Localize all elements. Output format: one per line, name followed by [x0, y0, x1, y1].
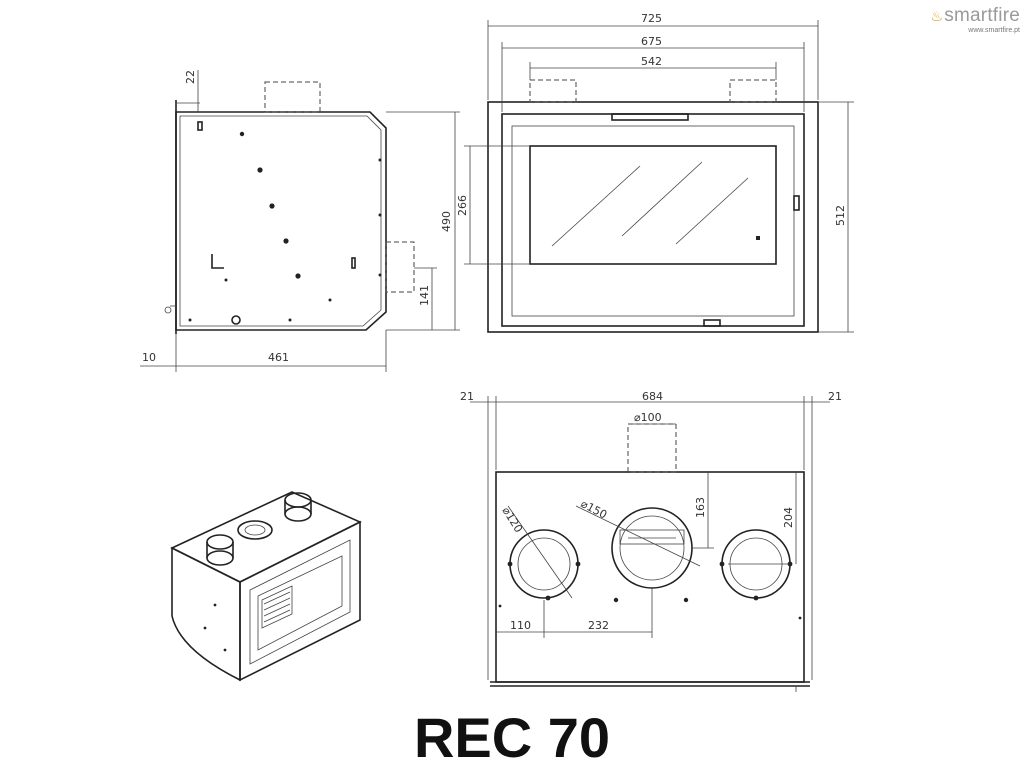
isometric-view — [170, 491, 362, 682]
dim-depth: 461 — [268, 351, 289, 364]
dim-outlet-dia-top: ⌀100 — [634, 411, 662, 424]
dim-overall-width: 725 — [641, 12, 662, 25]
dim-right-margin: 21 — [828, 390, 842, 403]
dim-large-offset: 163 — [694, 497, 707, 518]
dim-outlet-span: 542 — [641, 55, 662, 68]
side-view: 22 490 141 10 461 — [140, 70, 460, 372]
flame-icon: ♨ — [930, 8, 944, 24]
dim-outlet-height: 141 — [418, 285, 431, 306]
brand-logo: ♨smartfire www.smartfire.pt — [902, 6, 1020, 35]
brand-name: smartfire — [944, 5, 1020, 26]
dim-height: 490 — [440, 211, 453, 232]
brand-url: www.smartfire.pt — [968, 27, 1020, 34]
dim-outlet-dia-large: ⌀150 — [579, 497, 609, 521]
dim-small-offset: 110 — [510, 619, 531, 632]
dim-left-margin: 21 — [460, 390, 474, 403]
dim-depth-offset: 204 — [782, 507, 795, 528]
dim-outlet-dia-small: ⌀120 — [499, 505, 525, 535]
front-view: 725 675 542 266 512 — [456, 12, 854, 333]
dim-overall-height: 512 — [834, 205, 847, 226]
model-title: REC 70 — [413, 706, 611, 769]
dim-frame-width: 675 — [641, 35, 662, 48]
dim-top-width: 684 — [642, 390, 663, 403]
dim-top-offset: 22 — [184, 70, 197, 84]
dim-spacing: 232 — [588, 619, 609, 632]
dim-glass-height: 266 — [456, 195, 469, 216]
dim-rear-offset: 10 — [142, 351, 156, 364]
top-view: 21 21 684 ⌀100 ⌀120 ⌀150 163 204 110 232 — [460, 390, 842, 692]
